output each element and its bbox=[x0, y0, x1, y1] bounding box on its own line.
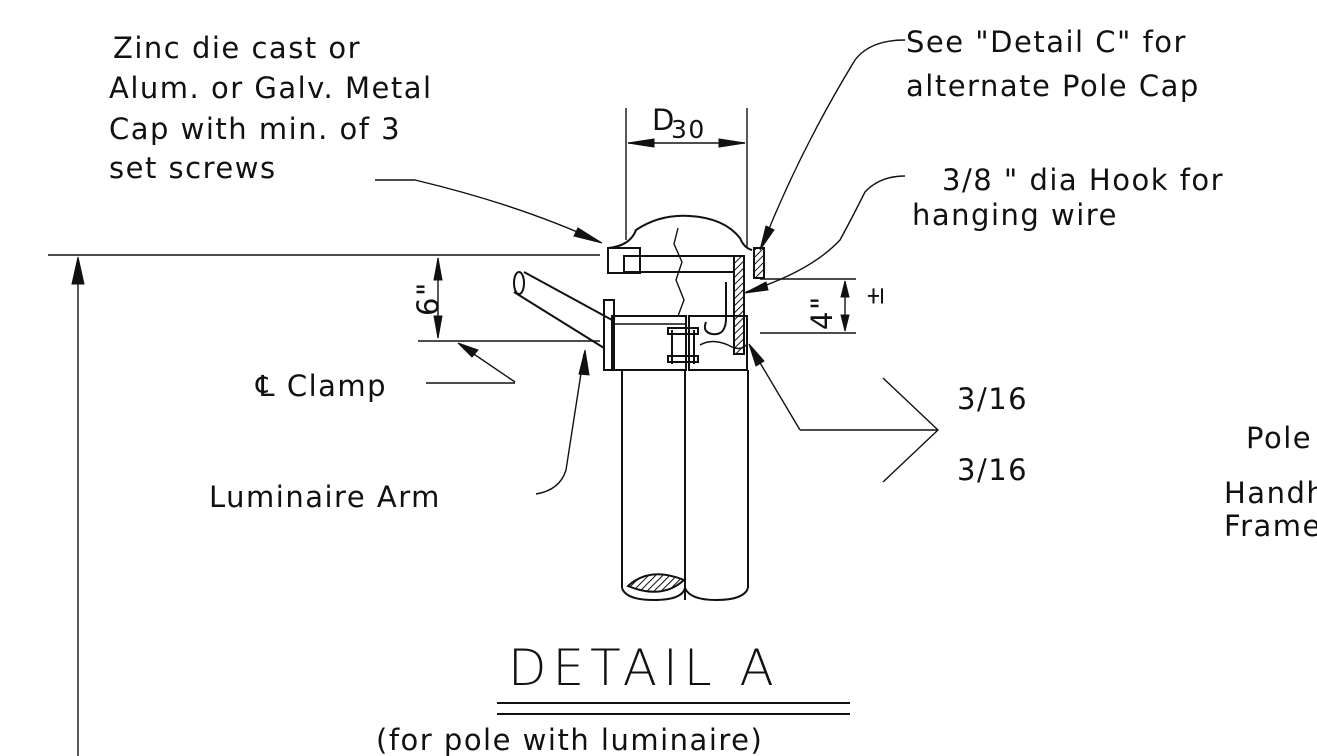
dim-6in-arrow-bottom bbox=[433, 315, 443, 339]
detail-c-leader bbox=[761, 39, 906, 247]
detail-c-note-line-1: See "Detail C" for bbox=[906, 25, 1187, 59]
pole-cap-break-line bbox=[673, 227, 685, 317]
clamp-left-half bbox=[611, 315, 687, 371]
pole-cap-dome bbox=[607, 214, 753, 251]
cap-note-arrow bbox=[573, 227, 603, 244]
hook-note-line-1: 3/8 " dia Hook for bbox=[942, 163, 1224, 197]
luminaire-arm-label: Luminaire Arm bbox=[209, 480, 441, 514]
arm-end-cut bbox=[513, 271, 525, 295]
luminaire-arm-leader bbox=[535, 353, 585, 495]
detail-title: DETAIL A bbox=[508, 639, 780, 697]
pole-body bbox=[621, 370, 749, 602]
clamp-bolt-nut-bottom bbox=[667, 355, 699, 363]
handhole-label-line-2: Frame bbox=[1224, 509, 1317, 543]
cap-note-leader bbox=[375, 179, 601, 243]
cap-note-line-2: Alum. or Galv. Metal bbox=[109, 71, 433, 105]
detail-c-note: See "Detail C" for alternate Pole Cap bbox=[906, 25, 1200, 103]
clamp-label-arrow bbox=[457, 342, 479, 358]
weld-size-bottom: 3/16 bbox=[957, 453, 1028, 487]
detail-c-arrow bbox=[759, 225, 775, 251]
dimension-d30-label: D 30 bbox=[652, 103, 706, 144]
dimension-6in-label: 6" bbox=[411, 281, 445, 316]
clamp-centerline-label: ℄ Clamp bbox=[255, 369, 387, 403]
dimension-4in-label: 4" bbox=[805, 295, 839, 330]
hook-note-line-2: hanging wire bbox=[912, 198, 1118, 232]
cap-note-line-4: set screws bbox=[109, 151, 277, 185]
pole-height-arrowhead bbox=[71, 256, 85, 285]
d30-arrow-right bbox=[718, 138, 746, 148]
luminaire-arm bbox=[513, 271, 613, 349]
dimension-d30-subscript: 30 bbox=[671, 115, 706, 144]
weld-size-top: 3/16 bbox=[957, 382, 1028, 416]
clamp-right-half bbox=[688, 315, 748, 371]
clamp-bolt-nut-top bbox=[667, 327, 699, 335]
weld-fillet-symbol bbox=[882, 377, 940, 483]
clamp-assembly bbox=[603, 299, 748, 371]
pole-break-hatch bbox=[626, 573, 686, 593]
pole-label-partial: Pole bbox=[1246, 421, 1312, 455]
hook-note: 3/8 " dia Hook for hanging wire bbox=[912, 163, 1224, 232]
luminaire-arm-arrow bbox=[578, 349, 590, 376]
hook-weld-plate bbox=[733, 255, 745, 355]
cap-note-line-1: Zinc die cast or bbox=[113, 31, 361, 65]
weld-arrowhead bbox=[748, 343, 765, 367]
tolerance-label: ± bbox=[861, 284, 889, 306]
hanging-wire-hook bbox=[703, 282, 727, 336]
weld-symbol bbox=[748, 343, 940, 483]
cap-note: Zinc die cast or Alum. or Galv. Metal Ca… bbox=[109, 31, 433, 185]
pole-cap bbox=[607, 214, 765, 355]
cap-note-line-3: Cap with min. of 3 bbox=[109, 112, 401, 146]
d30-arrow-left bbox=[627, 138, 655, 148]
clamp-flange bbox=[603, 299, 615, 371]
pole-cap-alternate-plate bbox=[753, 247, 765, 279]
pole-break-left bbox=[621, 587, 686, 602]
hook-note-arrow bbox=[744, 281, 769, 294]
detail-c-note-line-2: alternate Pole Cap bbox=[906, 69, 1200, 103]
dim-4in-arrow-bottom bbox=[840, 314, 850, 332]
handhole-label-line-1: Handh bbox=[1224, 476, 1317, 510]
dimension-d30-main: D bbox=[652, 103, 676, 137]
hook-note-leader bbox=[745, 175, 906, 293]
pole-break-right bbox=[684, 587, 749, 602]
arm-upper-edge bbox=[523, 271, 613, 321]
arm-lower-edge bbox=[513, 291, 605, 349]
dim-4in-arrow-top bbox=[840, 280, 850, 298]
detail-subtitle: (for pole with luminaire) bbox=[376, 723, 763, 756]
dim-6in-arrow-top bbox=[433, 257, 443, 281]
